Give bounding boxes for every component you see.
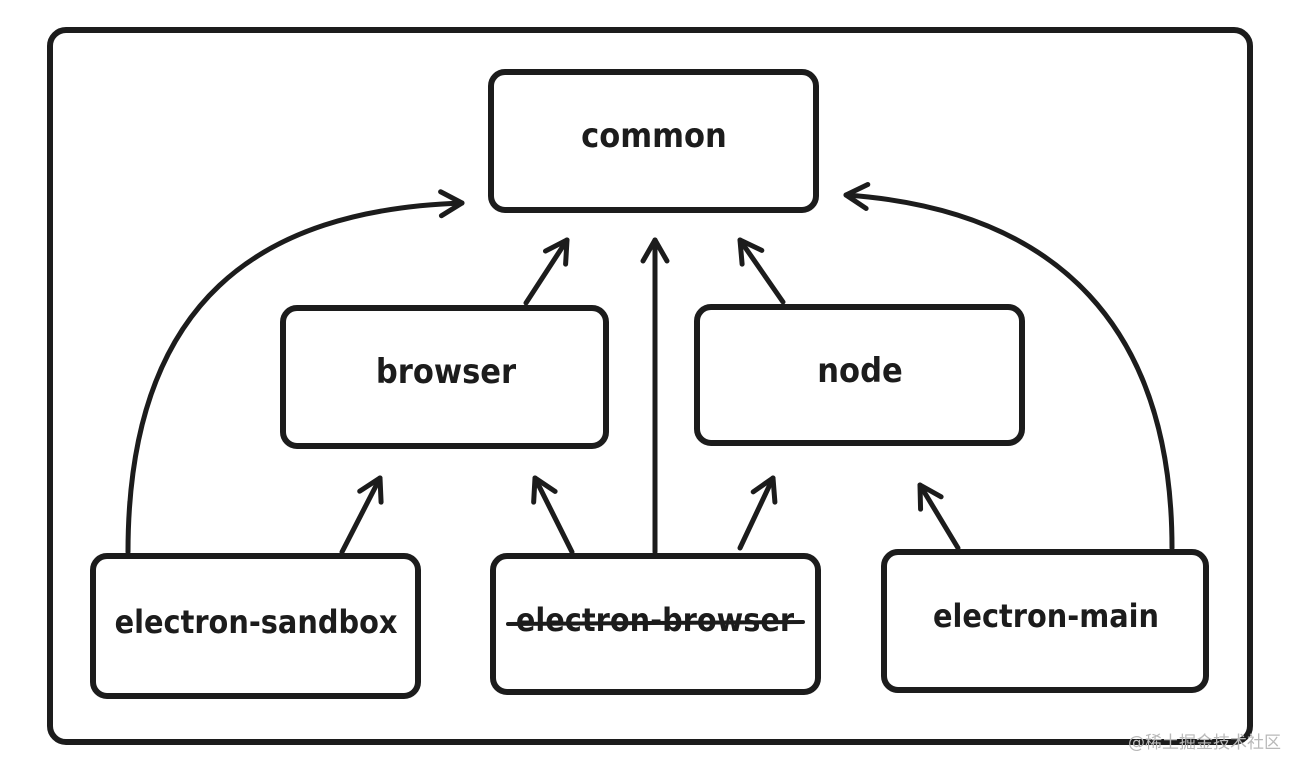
edges [125, 182, 1175, 555]
node-electron-browser-strikethrough [506, 620, 805, 626]
node-electron-sandbox: electron-sandbox [90, 553, 421, 699]
edge-electron-main-to-node [917, 482, 961, 551]
edge-browser-to-common [523, 237, 570, 306]
node-browser-label: browser [376, 352, 517, 392]
node-node: node [694, 304, 1025, 446]
node-common-box [488, 69, 819, 213]
node-node-box [694, 304, 1025, 446]
node-electron-main-label: electron-main [933, 597, 1159, 635]
node-electron-main: electron-main [881, 549, 1209, 693]
edge-electron-sandbox-to-common [125, 189, 465, 555]
node-electron-main-box [881, 549, 1209, 693]
edge-electron-browser-to-browser [531, 475, 575, 555]
edge-electron-sandbox-to-browser [339, 475, 384, 555]
node-node-label: node [817, 351, 902, 391]
node-electron-sandbox-box [90, 553, 421, 699]
edge-electron-browser-to-node [737, 475, 778, 551]
node-common: common [488, 69, 819, 213]
edge-electron-main-to-common [843, 182, 1175, 551]
node-electron-browser-label: electron-browser [516, 601, 795, 639]
node-electron-browser: electron-browser [490, 553, 821, 695]
node-common-label: common [581, 116, 727, 156]
node-browser-box [280, 305, 609, 449]
watermark-text: @稀土掘金技术社区 [1128, 733, 1281, 753]
edge-node-to-common [737, 237, 786, 305]
node-browser: browser [280, 305, 609, 449]
node-electron-sandbox-label: electron-sandbox [115, 603, 398, 641]
